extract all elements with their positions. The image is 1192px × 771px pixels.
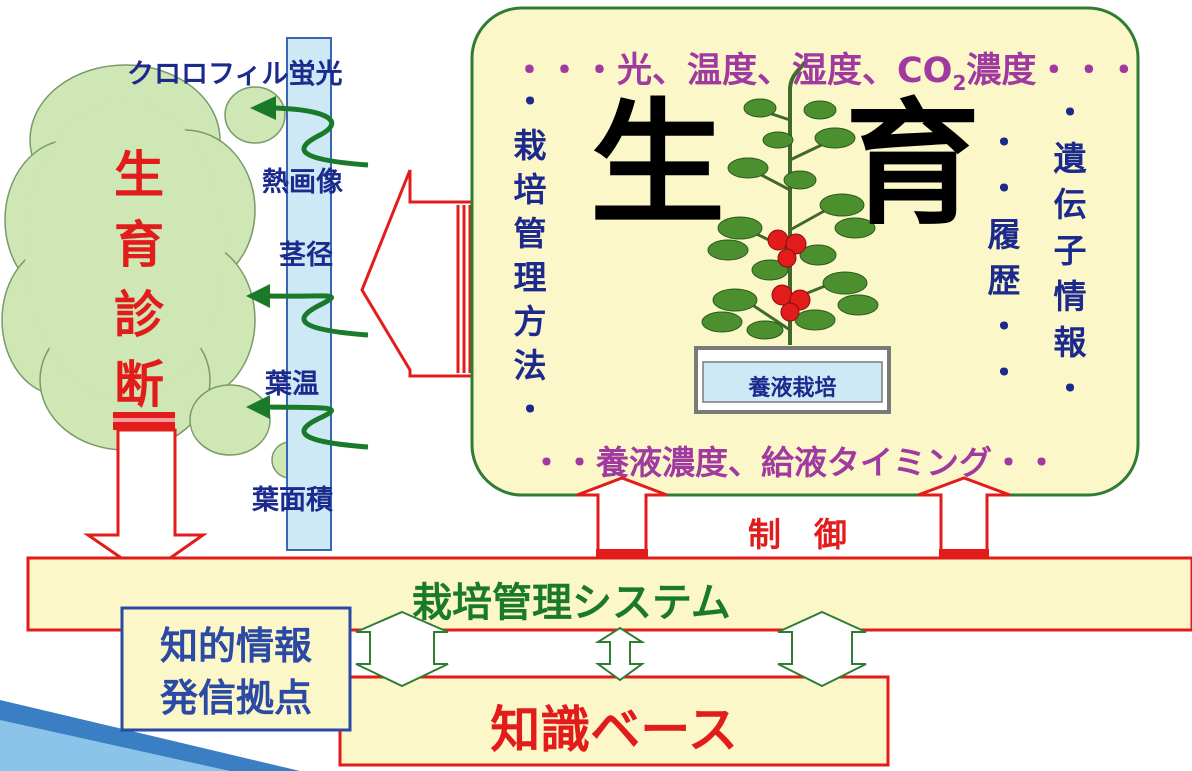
- vertical-dot: ・: [987, 353, 1021, 392]
- vertical-dot: ・: [987, 123, 1021, 162]
- growth-title-char-2: 育: [845, 86, 980, 243]
- vertical-char: 情: [1053, 277, 1087, 316]
- diagnosis-char: 育: [114, 216, 164, 274]
- vertical-char: 伝: [1053, 185, 1087, 224]
- big-left-arrow: [360, 169, 477, 378]
- cultivation-method-label: ・ 栽 培 管 理 方 法 ・: [508, 80, 552, 432]
- hydroponics-liquid: [702, 361, 883, 403]
- vertical-dot: ・: [513, 82, 547, 121]
- info-hub-line-2: 発信拠点: [159, 676, 312, 720]
- sensing-arrowheads: [246, 96, 276, 419]
- environment-factors-main: ・・・光、温度、湿度、CO: [512, 51, 953, 91]
- knowledge-base-label: 知識ベース: [490, 701, 738, 759]
- environment-factors-end: 濃度・・・: [966, 51, 1142, 91]
- leaf-area-label: 葉面積: [252, 485, 333, 516]
- vertical-dot: ・: [1053, 93, 1087, 132]
- leaf-temperature-label: 葉温: [265, 369, 319, 400]
- diagnosis-char: 診: [114, 286, 164, 344]
- co2-subscript: 2: [952, 71, 967, 95]
- chlorophyll-fluorescence-label: クロロフィル蛍光: [127, 59, 343, 90]
- thermal-image-label: 熱画像: [262, 167, 343, 198]
- vertical-dot: ・: [1053, 369, 1087, 408]
- double-arrow-3: [777, 610, 867, 688]
- stem-diameter-label: 茎径: [279, 240, 333, 271]
- environment-factors-label: ・・・光、温度、湿度、CO2濃度・・・: [512, 42, 1141, 95]
- diagnosis-bar-inner: [113, 418, 175, 422]
- vertical-char: 培: [513, 170, 547, 209]
- wave-arrow-3: [267, 404, 369, 450]
- vertical-char: 遺: [1053, 139, 1087, 178]
- double-arrow-2: [594, 626, 646, 682]
- control-arrow-right-base: [939, 549, 989, 560]
- diagnosis-char: 断: [114, 356, 164, 414]
- growth-title-char-1: 生: [590, 86, 725, 243]
- vertical-char: 法: [513, 346, 547, 385]
- double-arrow-1: [355, 610, 449, 688]
- slide-corner-highlight: [0, 720, 230, 771]
- vertical-char: 理: [513, 258, 547, 297]
- vertical-char: 管: [513, 214, 547, 253]
- vertical-char: 子: [1053, 231, 1087, 270]
- knowledge-base-box: [338, 675, 890, 767]
- history-label: ・ ・ 履 歴 ・ ・: [982, 120, 1026, 396]
- diagnosis-char: 生: [114, 146, 164, 204]
- control-label: 制 御: [748, 515, 847, 554]
- vertical-dot: ・: [987, 169, 1021, 208]
- cultivation-management-system-label: 栽培管理システム: [412, 580, 731, 626]
- vertical-char: 報: [1053, 323, 1087, 362]
- vertical-char: 歴: [987, 261, 1021, 300]
- bidirectional-arrows: [355, 610, 867, 688]
- wave-arrow-2: [267, 293, 369, 338]
- info-hub-box: [120, 606, 352, 732]
- vertical-dot: ・: [513, 390, 547, 429]
- info-hub-label: 知的情報 発信拠点: [122, 620, 350, 724]
- info-hub-line-1: 知的情報: [159, 624, 312, 668]
- wave-arrow-1: [274, 105, 369, 168]
- vertical-char: 方: [513, 302, 547, 341]
- diagnosis-down-arrow: [83, 428, 208, 577]
- vertical-dot: ・: [987, 307, 1021, 346]
- control-arrow-left-base: [596, 549, 648, 560]
- tomato-plant-illustration: [701, 60, 879, 345]
- growth-diagnosis-label: 生 育 診 断: [104, 140, 174, 420]
- hydroponics-label: 養液栽培: [748, 376, 837, 401]
- control-arrow-left: [576, 476, 668, 557]
- control-arrow-right: [917, 476, 1011, 557]
- vertical-char: 栽: [513, 126, 547, 165]
- sensing-arrows: [267, 105, 369, 450]
- nutrient-solution-label: ・・養液濃度、給液タイミング・・: [530, 443, 1058, 482]
- arrow-stripes: [456, 205, 472, 373]
- gene-info-label: ・ 遺 伝 子 情 報 ・: [1048, 90, 1092, 412]
- vertical-char: 履: [987, 215, 1021, 254]
